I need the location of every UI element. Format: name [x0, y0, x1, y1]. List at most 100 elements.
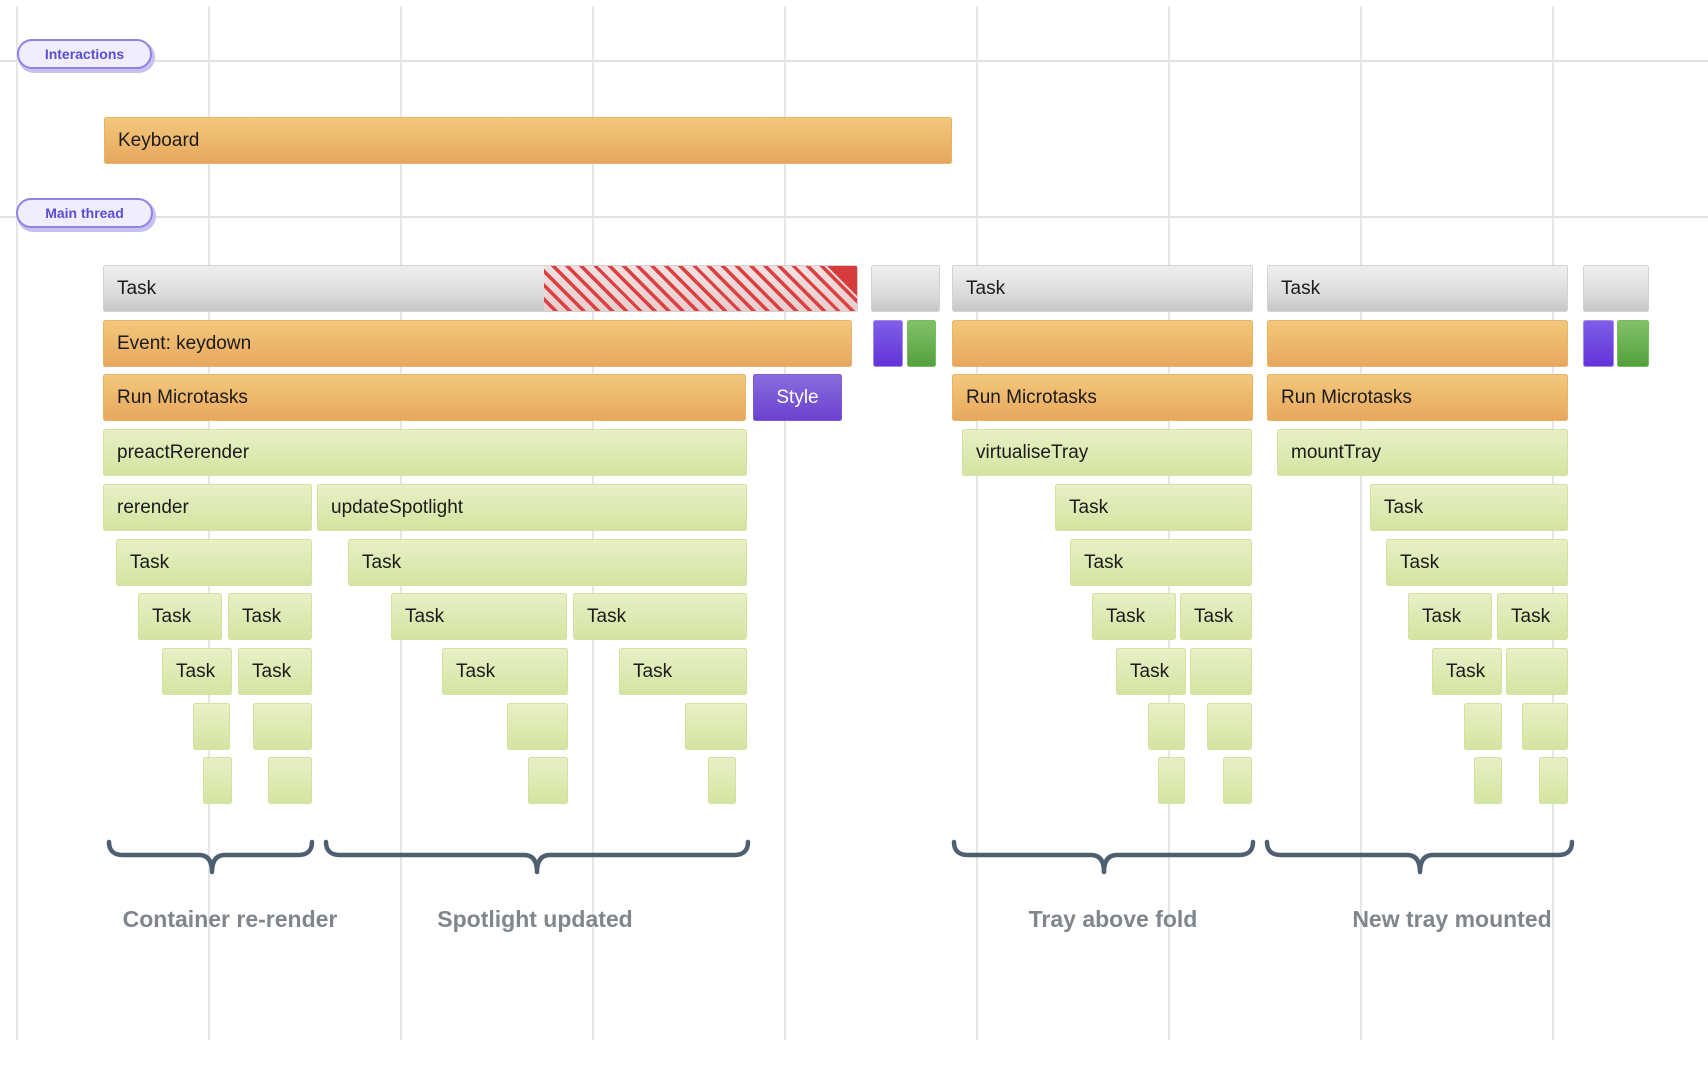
flame-bar-label: Task: [1130, 660, 1170, 682]
flame-bar[interactable]: [1539, 757, 1568, 805]
flame-bar[interactable]: [1506, 647, 1568, 695]
flame-bar-label: virtualiseTray: [976, 442, 1089, 464]
flame-bar-virtualisetray[interactable]: virtualiseTray: [962, 429, 1252, 477]
flame-bar-label: Task: [1511, 606, 1551, 628]
flame-bar[interactable]: [1464, 702, 1502, 750]
flame-bar[interactable]: [1223, 757, 1252, 805]
flame-bar-task[interactable]: Task: [138, 593, 222, 641]
flame-bar[interactable]: [871, 265, 940, 312]
flame-bar[interactable]: [1190, 647, 1252, 695]
flame-bar-task[interactable]: Task: [116, 538, 312, 586]
flame-bar[interactable]: [1148, 702, 1185, 750]
flame-bar-task[interactable]: Task: [162, 647, 232, 695]
flame-bar-run-microtasks[interactable]: Run Microtasks: [103, 374, 746, 422]
annotation-label: Tray above fold: [1028, 906, 1198, 932]
flame-bar-label: Task: [152, 606, 192, 628]
track-separator-line: [0, 60, 1708, 62]
track-separator-line: [0, 216, 1708, 218]
flame-bar-mounttray[interactable]: mountTray: [1277, 429, 1568, 477]
flame-bar[interactable]: [1617, 319, 1649, 367]
flame-bar-run-microtasks[interactable]: Run Microtasks: [1267, 374, 1568, 422]
flame-bar-label: Task: [456, 660, 496, 682]
flame-bar[interactable]: [1267, 319, 1568, 367]
flame-bar-updatespotlight[interactable]: updateSpotlight: [317, 483, 747, 531]
flame-bar[interactable]: [1474, 757, 1502, 805]
flame-bar-task[interactable]: Task: [573, 593, 747, 641]
annotation-label: Container re-render: [122, 906, 338, 932]
flame-bar[interactable]: [1583, 319, 1614, 367]
flame-bar-event-keydown[interactable]: Event: keydown: [103, 319, 852, 367]
flame-bar-label: Task: [176, 660, 216, 682]
flame-bar-label: Task: [242, 606, 282, 628]
flame-bar-label: Event: keydown: [117, 332, 252, 354]
flame-bar[interactable]: [952, 319, 1253, 367]
flame-bar-label: Run Microtasks: [1281, 387, 1412, 409]
annotation-bracket: [323, 839, 751, 875]
flame-bar-task[interactable]: Task: [442, 647, 568, 695]
flame-bar-task[interactable]: Task: [1116, 647, 1186, 695]
flame-bar-task[interactable]: Task: [1180, 593, 1252, 641]
flame-bar[interactable]: [1207, 702, 1252, 750]
flame-bar[interactable]: [528, 757, 568, 805]
flame-bar-task[interactable]: Task: [1092, 593, 1176, 641]
flame-bar-label: rerender: [117, 496, 189, 518]
annotation-bracket: [951, 839, 1256, 875]
annotation-bracket: [1264, 839, 1575, 875]
flame-bar[interactable]: [203, 757, 232, 805]
flame-bar-task[interactable]: Task: [228, 593, 312, 641]
flame-bar-run-microtasks[interactable]: Run Microtasks: [952, 374, 1253, 422]
flame-bar-task[interactable]: Task: [1408, 593, 1492, 641]
flame-bar[interactable]: [873, 319, 903, 367]
flame-bar-label: Task: [1084, 551, 1124, 573]
interactions-track-label: Interactions: [44, 46, 125, 62]
flame-bar-task[interactable]: Task: [619, 647, 747, 695]
flame-bar[interactable]: [1522, 702, 1568, 750]
vertical-gridline: [976, 6, 978, 1040]
interactions-track-pill[interactable]: Interactions: [17, 39, 152, 69]
flame-bar-style[interactable]: Style: [753, 374, 842, 422]
annotation-label: New tray mounted: [1352, 906, 1552, 932]
flame-bar-label: Task: [130, 551, 170, 573]
flame-bar[interactable]: [708, 757, 736, 805]
keyboard-interaction-bar[interactable]: Keyboard: [104, 117, 952, 164]
flame-bar-task[interactable]: Task: [238, 647, 312, 695]
flame-bar-label: Style: [776, 387, 819, 409]
main-thread-track-label: Main thread: [45, 205, 124, 221]
flame-bar-label: Run Microtasks: [966, 387, 1097, 409]
flame-bar[interactable]: [268, 757, 312, 805]
flame-bar-task[interactable]: Task: [1267, 265, 1568, 312]
flame-bar-label: updateSpotlight: [331, 496, 464, 518]
flame-bar[interactable]: [1158, 757, 1185, 805]
flame-bar-label: Task: [1281, 278, 1321, 299]
flame-bar[interactable]: [253, 702, 312, 750]
flame-bar-task[interactable]: Task: [1497, 593, 1568, 641]
flame-bar[interactable]: [907, 319, 936, 367]
flame-bar-label: Task: [1194, 606, 1234, 628]
flame-bar-preactrerender[interactable]: preactRerender: [103, 429, 747, 477]
flame-bar-label: Task: [1384, 496, 1424, 518]
flame-bar[interactable]: [685, 702, 747, 750]
flame-bar-task[interactable]: Task: [1055, 483, 1252, 531]
flame-bar-task[interactable]: Task: [1386, 538, 1568, 586]
flame-bar[interactable]: [193, 702, 230, 750]
flame-bar-label: Task: [587, 606, 627, 628]
flame-bar-task[interactable]: Task: [1370, 483, 1568, 531]
flame-bar-task[interactable]: Task: [1432, 647, 1502, 695]
flame-bar-task[interactable]: Task: [391, 593, 567, 641]
flame-bar-label: Task: [1446, 660, 1486, 682]
flame-bar-task[interactable]: Task: [103, 265, 858, 312]
flame-bar-task[interactable]: Task: [1070, 538, 1252, 586]
flame-bar-rerender[interactable]: rerender: [103, 483, 312, 531]
flame-bar-label: Task: [1422, 606, 1462, 628]
annotation-bracket: [106, 839, 315, 875]
flame-bar-label: Task: [1400, 551, 1440, 573]
flame-bar-task[interactable]: Task: [952, 265, 1253, 312]
flame-bar[interactable]: [1583, 265, 1649, 312]
flame-bar-label: Task: [633, 660, 673, 682]
flame-bar-task[interactable]: Task: [348, 538, 747, 586]
flame-bar[interactable]: [507, 702, 568, 750]
main-thread-track-pill[interactable]: Main thread: [16, 198, 153, 228]
vertical-gridline: [784, 6, 786, 1040]
flame-bar-label: preactRerender: [117, 442, 250, 464]
